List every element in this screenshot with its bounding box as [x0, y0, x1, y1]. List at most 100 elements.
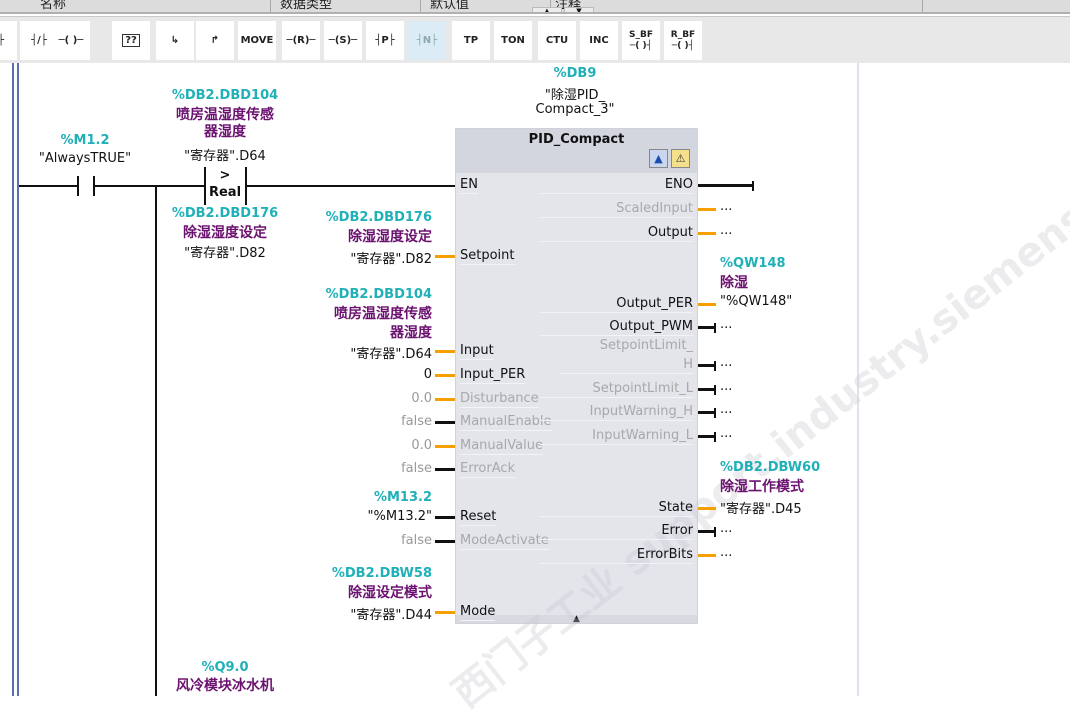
button-label: ??: [122, 34, 140, 47]
input-value[interactable]: 0.0: [411, 391, 432, 406]
pin-output_per[interactable]: Output_PER: [540, 296, 693, 313]
button-label: ─(R)─: [286, 35, 316, 46]
input-value[interactable]: 0: [423, 367, 432, 382]
column-name[interactable]: 名称: [40, 0, 67, 12]
button-glyph: ─( )┤: [629, 40, 653, 51]
pid-compact-block[interactable]: PID_Compact ▲ ⚠ ▲: [455, 128, 698, 624]
pin-setpointlimit_l[interactable]: SetpointLimit_L: [540, 381, 693, 398]
input-value[interactable]: "寄存器".D64: [350, 347, 432, 362]
column-datatype[interactable]: 数据类型: [280, 0, 333, 12]
output-value[interactable]: ...: [720, 223, 733, 238]
pin-setpointlimit-h[interactable]: H: [560, 357, 693, 374]
toolbar-r-bf-button[interactable]: R_BF─( )┤: [664, 21, 702, 60]
output-wire: [698, 388, 716, 391]
commissioning-icon[interactable]: ▲: [649, 149, 668, 168]
toolbar-move-button[interactable]: MOVE: [238, 21, 276, 60]
input-wire: [435, 421, 455, 424]
pin-disturbance[interactable]: Disturbance: [460, 391, 539, 408]
collapse-arrow-icon[interactable]: ▲: [456, 615, 697, 624]
wire-end: [714, 361, 716, 371]
output-value[interactable]: ...: [720, 355, 733, 370]
toolbar-empty-box-button[interactable]: ??: [112, 21, 150, 60]
toolbar-n-contact-button[interactable]: ┤N├: [408, 21, 446, 60]
compare-type[interactable]: Real: [208, 185, 242, 200]
toolbar-reset-coil-button[interactable]: ─(R)─: [282, 21, 320, 60]
pin-eno[interactable]: ENO: [540, 177, 693, 194]
toolbar-inc-button[interactable]: INC: [580, 21, 618, 60]
power-rail: [12, 63, 14, 696]
pin-error[interactable]: Error: [540, 523, 693, 540]
toolbar-open-branch-button[interactable]: ↳: [156, 21, 194, 60]
output-value[interactable]: ...: [720, 402, 733, 417]
pin-output[interactable]: Output: [540, 225, 693, 242]
toolbar-nc-contact-button[interactable]: ┤/├: [20, 21, 58, 60]
output-address: %DB2.DBW60: [720, 460, 821, 475]
output-value[interactable]: ...: [720, 199, 733, 214]
compare-in1-symbol: 器湿度: [204, 124, 246, 140]
pin-scaledinput[interactable]: ScaledInput: [540, 201, 693, 218]
pin-inputwarning_h[interactable]: InputWarning_H: [540, 404, 693, 421]
eno-wire: [698, 184, 753, 187]
scroll-up-button[interactable]: ▲: [532, 7, 562, 12]
output-value[interactable]: ...: [720, 521, 733, 536]
toolbar-ctu-button[interactable]: CTU: [538, 21, 576, 60]
output-value[interactable]: ...: [720, 317, 733, 332]
input-address: %DB2.DBD104: [325, 287, 432, 302]
pin-modeactivate[interactable]: ModeActivate: [460, 533, 549, 550]
input-value[interactable]: "寄存器".D82: [350, 252, 432, 267]
input-wire: [435, 611, 455, 614]
wire: [94, 185, 205, 187]
toolbar-s-bf-button[interactable]: S_BF─( )┤: [622, 21, 660, 60]
output-value[interactable]: "%QW148": [720, 294, 793, 309]
button-label: ↱: [210, 35, 220, 46]
input-value[interactable]: "%M13.2": [367, 509, 432, 524]
input-value[interactable]: 0.0: [411, 438, 432, 453]
output-value[interactable]: ...: [720, 545, 733, 560]
pin-reset[interactable]: Reset: [460, 509, 497, 526]
column-default[interactable]: 默认值: [430, 0, 470, 12]
scroll-down-button[interactable]: ▼: [564, 7, 594, 12]
input-symbol: 喷房温湿度传感: [334, 306, 432, 322]
pin-input_per[interactable]: Input_PER: [460, 367, 526, 384]
input-symbol: 器湿度: [390, 325, 432, 341]
pin-errorack[interactable]: ErrorAck: [460, 461, 516, 478]
output-value[interactable]: ...: [720, 379, 733, 394]
pin-output_pwm[interactable]: Output_PWM: [540, 319, 693, 336]
compare-operator[interactable]: >: [219, 168, 231, 183]
toolbar-p-contact-button[interactable]: ┤P├: [366, 21, 404, 60]
pin-en[interactable]: EN: [460, 177, 478, 194]
pin-input[interactable]: Input: [460, 343, 494, 360]
warning-config-icon[interactable]: ⚠: [671, 149, 690, 168]
button-label: ┤P├: [375, 35, 395, 46]
output-value[interactable]: ...: [720, 426, 733, 441]
toolbar-close-branch-button[interactable]: ↱: [196, 21, 234, 60]
input-wire: [435, 540, 455, 543]
input-wire: [435, 350, 455, 353]
input-value[interactable]: "寄存器".D44: [350, 608, 432, 623]
input-value[interactable]: false: [401, 461, 432, 476]
pin-inputwarning_l[interactable]: InputWarning_L: [540, 428, 693, 445]
output-wire: [698, 507, 716, 510]
button-label: ─(S)─: [328, 35, 358, 46]
output-value[interactable]: "寄存器".D45: [720, 502, 802, 517]
button-label: MOVE: [240, 35, 274, 46]
input-value[interactable]: false: [401, 533, 432, 548]
toolbar-tp-button[interactable]: TP: [452, 21, 490, 60]
input-wire: [435, 374, 455, 377]
pin-state[interactable]: State: [540, 500, 693, 517]
pin-errorbits[interactable]: ErrorBits: [540, 547, 693, 564]
toolbar-ton-button[interactable]: TON: [494, 21, 532, 60]
pin-setpoint[interactable]: Setpoint: [460, 248, 515, 265]
toolbar-coil-button[interactable]: ─( )─: [52, 21, 90, 60]
block-header: PID_Compact ▲ ⚠: [456, 129, 697, 173]
output-wire: [698, 554, 716, 557]
input-value[interactable]: false: [401, 414, 432, 429]
pin-manualvalue[interactable]: ManualValue: [460, 438, 543, 455]
output-symbol: 除湿: [720, 275, 748, 291]
toolbar-set-coil-button[interactable]: ─(S)─: [324, 21, 362, 60]
toolbar-no-contact-button[interactable]: ┤├: [0, 21, 17, 60]
output-wire: [698, 364, 716, 367]
pin-mode[interactable]: Mode: [460, 604, 496, 621]
pin-manualenable[interactable]: ManualEnable: [460, 414, 552, 431]
pin-setpointlimit-h[interactable]: SetpointLimit_: [599, 338, 693, 353]
